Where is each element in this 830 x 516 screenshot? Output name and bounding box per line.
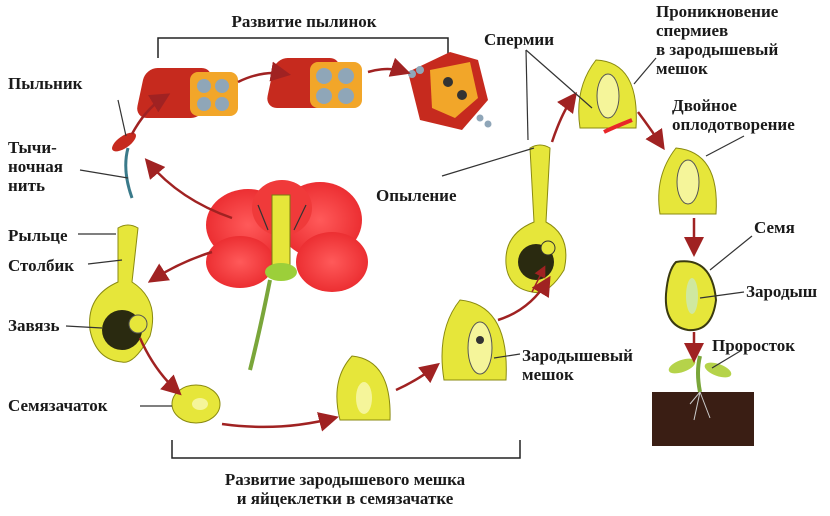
flower <box>206 180 368 371</box>
label-style: Столбик <box>8 256 75 275</box>
bracket-anther-dev <box>157 37 449 58</box>
anther-stage-2 <box>267 58 362 108</box>
label-anther-development: Развитие пылинок <box>231 12 377 31</box>
sprout <box>652 355 754 446</box>
bracket-sac-dev <box>171 440 521 459</box>
label-anther: Пыльник <box>8 74 83 93</box>
anther-stage-1 <box>137 68 238 118</box>
pointer-lines <box>65 49 753 407</box>
cycle-arrows <box>130 57 704 432</box>
seed <box>664 260 718 332</box>
label-ovary: Завязь <box>8 316 60 335</box>
pollinated-pistil <box>505 144 567 294</box>
label-pollination: Опыление <box>376 186 457 205</box>
pistil <box>89 224 154 363</box>
penetration-stage <box>578 59 637 134</box>
stamen <box>112 132 136 199</box>
anther-stage-3 <box>408 52 492 130</box>
label-ovule: Семязачаток <box>8 396 108 415</box>
label-stigma: Рыльце <box>8 226 68 245</box>
label-sprout: Проросток <box>712 336 796 355</box>
double-fert-stage <box>658 147 717 215</box>
label-embryo-sac: Зародышевый мешок <box>522 346 633 384</box>
label-double-fertilization: Двойное оплодотворение <box>672 96 795 134</box>
label-embryo: Зародыш <box>746 282 818 301</box>
label-penetration: Проникновение спермиев в зародышевый меш… <box>656 2 779 78</box>
label-sac-development: Развитие зародышевого мешка и яйцеклетки… <box>224 470 466 508</box>
sac-stage-1 <box>336 355 391 421</box>
label-filament: Тычи- ночная нить <box>8 138 63 195</box>
ovule <box>171 384 221 424</box>
label-seed: Семя <box>754 218 795 237</box>
sac-stage-2 <box>441 299 507 381</box>
label-sperms: Спермии <box>484 30 554 49</box>
